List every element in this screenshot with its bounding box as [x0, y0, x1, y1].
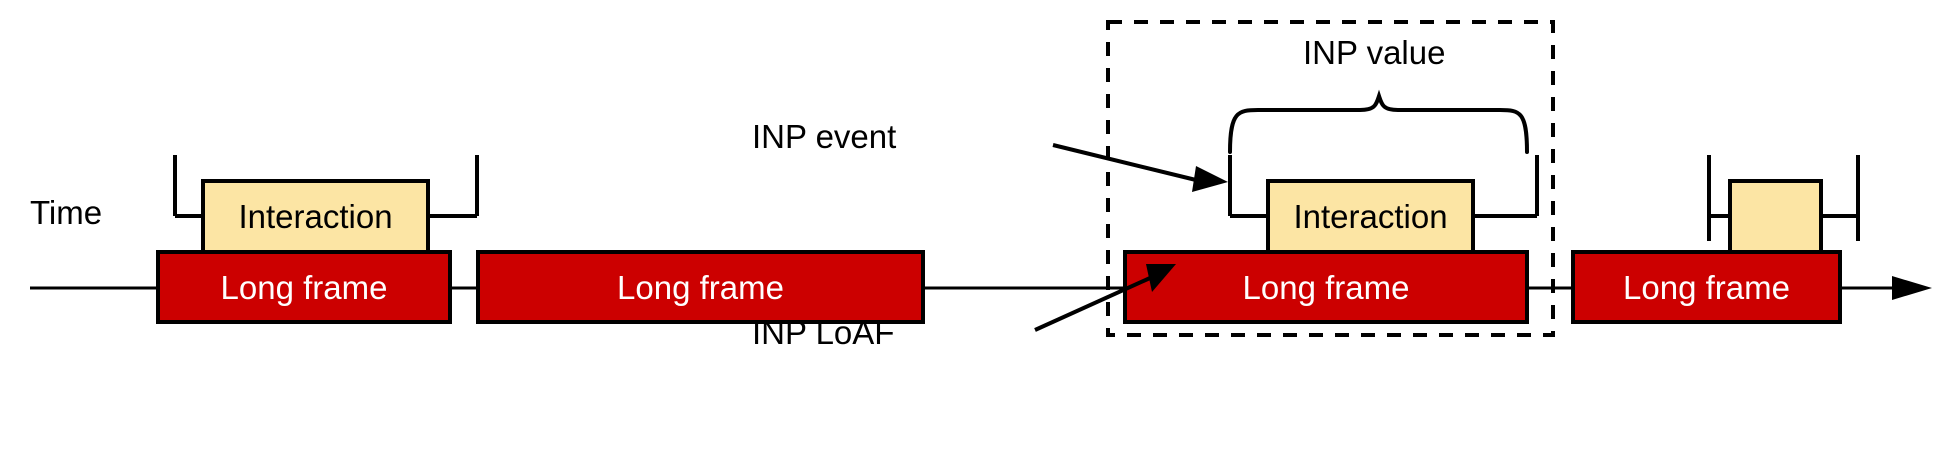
axis-label-time: Time [30, 194, 103, 231]
interaction-label-3 [1730, 181, 1821, 252]
long-frame-label-4: Long frame [1623, 268, 1790, 306]
inp-value-label: INP value [1303, 34, 1446, 71]
interaction-label-1: Interaction [238, 198, 393, 235]
long-frame-label-2: Long frame [617, 268, 784, 306]
long-frame-label-3: Long frame [1242, 268, 1410, 306]
inp-event-label: INP event [752, 118, 897, 155]
inp-event-leader [1052, 143, 1228, 192]
inp-region-dashed-box [1106, 20, 1555, 337]
interaction-label-2: Interaction [1293, 198, 1448, 235]
inp-loaf-label: INP LoAF [752, 314, 895, 351]
interaction-whiskers [173, 155, 1860, 241]
long-frame-label-1: Long frame [220, 268, 388, 306]
inp-loaf-leader [1034, 264, 1176, 332]
inp-value-brace [1228, 89, 1529, 154]
interaction-shapes [201, 179, 1823, 254]
timeline-axis [30, 276, 1932, 300]
long-frame-shapes [156, 250, 1842, 324]
